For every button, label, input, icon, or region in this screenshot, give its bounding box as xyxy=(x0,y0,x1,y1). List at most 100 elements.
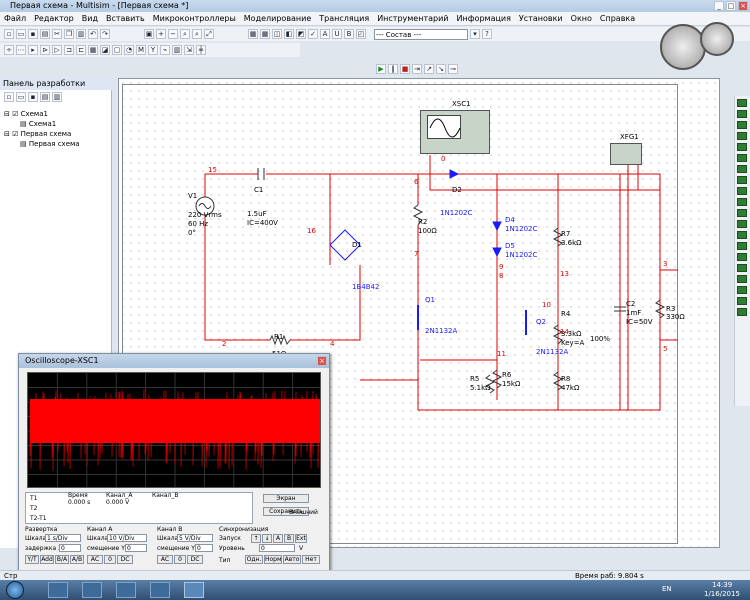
folder-taskbar-icon[interactable] xyxy=(116,582,136,598)
panel-delete-icon[interactable]: ▥ xyxy=(52,92,62,102)
electromech-icon[interactable]: ⌁ xyxy=(160,45,170,55)
save-icon[interactable]: ▪ xyxy=(28,29,38,39)
menu-simulate[interactable]: Моделирование xyxy=(243,13,312,23)
window-title-bar[interactable]: Первая схема - Multisim - [Первая схема … xyxy=(0,0,750,12)
reverse-button[interactable]: Экран xyxy=(263,494,309,503)
copy-icon[interactable]: ❐ xyxy=(64,29,74,39)
indicator-icon[interactable]: ▢ xyxy=(112,45,122,55)
trigger-b-button[interactable]: B xyxy=(284,534,294,543)
help-icon[interactable]: ? xyxy=(482,29,492,39)
ultiboard-icon[interactable]: U xyxy=(332,29,342,39)
open-folder-icon[interactable]: ▭ xyxy=(16,29,26,39)
ttl-icon[interactable]: ⊐ xyxy=(64,45,74,55)
fullscreen-icon[interactable]: ⤢ xyxy=(204,29,214,39)
menu-file[interactable]: Файл xyxy=(4,13,27,23)
menu-insert[interactable]: Вставить xyxy=(105,13,145,23)
paste-icon[interactable]: ▥ xyxy=(76,29,86,39)
spreadsheet-icon[interactable]: ▦ xyxy=(260,29,270,39)
frequency-counter-icon[interactable] xyxy=(737,165,747,173)
analog-icon[interactable]: ▷ xyxy=(52,45,62,55)
cha-dc-button[interactable]: DC xyxy=(117,555,133,564)
misc-icon[interactable]: M xyxy=(136,45,146,55)
chb-zero-button[interactable]: 0 xyxy=(174,555,186,564)
database-icon[interactable]: ◫ xyxy=(272,29,282,39)
cut-icon[interactable]: ✂ xyxy=(52,29,62,39)
maximize-button[interactable]: □ xyxy=(726,1,736,11)
zoom-area-icon[interactable]: ⌕ xyxy=(180,29,190,39)
logic-analyzer-icon[interactable] xyxy=(737,187,747,195)
diode-icon[interactable]: ▸ xyxy=(28,45,38,55)
cmos-icon[interactable]: ⊏ xyxy=(76,45,86,55)
stop-icon[interactable]: ■ xyxy=(400,64,410,74)
undo-icon[interactable]: ↶ xyxy=(88,29,98,39)
panel-save-icon[interactable]: ▪ xyxy=(28,92,38,102)
cha-zero-button[interactable]: 0 xyxy=(104,555,116,564)
multimeter-icon[interactable] xyxy=(737,99,747,107)
print-icon[interactable]: ▤ xyxy=(40,29,50,39)
grapher-icon[interactable]: ◩ xyxy=(296,29,306,39)
falling-edge-icon[interactable]: ↓ xyxy=(262,534,272,543)
oscilloscope-window[interactable]: Oscilloscope-XSC1 × T1 T2 T2-T1 Время Ка… xyxy=(18,353,330,573)
cha-scale-field[interactable]: 10 V/Div xyxy=(107,534,147,542)
network-analyzer-icon[interactable] xyxy=(737,242,747,250)
oscilloscope-screen[interactable] xyxy=(27,372,321,488)
timebase-scale-field[interactable]: 1 s/Div xyxy=(45,534,81,542)
explorer-taskbar-icon[interactable] xyxy=(48,582,68,598)
menu-options[interactable]: Установки xyxy=(518,13,563,23)
pause-icon[interactable]: ‖ xyxy=(388,64,398,74)
menu-mcu[interactable]: Микроконтроллеры xyxy=(152,13,236,23)
chb-ac-button[interactable]: AC xyxy=(157,555,173,564)
agilent-generator-icon[interactable] xyxy=(737,253,747,261)
chb-dc-button[interactable]: DC xyxy=(187,555,203,564)
spectrum-analyzer-icon[interactable] xyxy=(737,231,747,239)
rf-icon[interactable]: Y xyxy=(148,45,158,55)
mode-add-button[interactable]: Add xyxy=(40,555,54,564)
cha-pos-field[interactable]: 0 xyxy=(125,544,147,552)
mcu-icon[interactable]: ▥ xyxy=(172,45,182,55)
tree-item-first-schema-sheet[interactable]: ▤ Первая схема xyxy=(20,140,80,148)
trigger-ext-button[interactable]: Ext xyxy=(295,534,307,543)
tree-item-schema1[interactable]: ⊟ ☑ Схема1 xyxy=(4,110,48,118)
zoom-fit-icon[interactable]: ▣ xyxy=(144,29,154,39)
bode-plotter-icon[interactable] xyxy=(737,154,747,162)
function-generator-icon[interactable] xyxy=(737,110,747,118)
clock-time[interactable]: 14:39 xyxy=(712,581,733,589)
new-file-icon[interactable]: ▫ xyxy=(4,29,14,39)
menu-transfer[interactable]: Трансляция xyxy=(319,13,370,23)
trigger-auto-button[interactable]: Авто xyxy=(283,555,301,564)
timebase-pos-field[interactable]: 0 xyxy=(59,544,81,552)
erc-icon[interactable]: ✓ xyxy=(308,29,318,39)
logic-converter-icon[interactable] xyxy=(737,198,747,206)
source-icon[interactable]: ÷ xyxy=(4,45,14,55)
clock-date[interactable]: 1/16/2015 xyxy=(704,590,740,598)
step-icon[interactable]: ⇥ xyxy=(412,64,422,74)
trigger-level-field[interactable]: 0 xyxy=(259,544,295,552)
cha-ac-button[interactable]: AC xyxy=(87,555,103,564)
probe-current-icon[interactable]: ⊸ xyxy=(448,64,458,74)
redo-icon[interactable]: ↷ xyxy=(100,29,110,39)
zoom-out-icon[interactable]: − xyxy=(168,29,178,39)
trigger-none-button[interactable]: Нет xyxy=(302,555,320,564)
trigger-single-button[interactable]: Одн. xyxy=(245,555,263,564)
menu-window[interactable]: Окно xyxy=(570,13,592,23)
postprocessor-icon[interactable]: ◧ xyxy=(284,29,294,39)
misc-digital-icon[interactable]: ▦ xyxy=(88,45,98,55)
close-button[interactable]: × xyxy=(738,1,748,11)
agilent-multimeter-icon[interactable] xyxy=(737,264,747,272)
annotate-icon[interactable]: A xyxy=(320,29,330,39)
hierarchical-icon[interactable]: ⇲ xyxy=(184,45,194,55)
mode-ba-button[interactable]: B/A xyxy=(55,555,69,564)
save-button[interactable]: Сохранить xyxy=(263,507,309,516)
menu-help[interactable]: Справка xyxy=(599,13,636,23)
mode-yt-button[interactable]: Y/T xyxy=(25,555,39,564)
panel-folder-icon[interactable]: ▤ xyxy=(40,92,50,102)
start-button[interactable] xyxy=(6,581,24,599)
oscilloscope-title-bar[interactable]: Oscilloscope-XSC1 × xyxy=(19,354,329,368)
current-probe-icon[interactable] xyxy=(737,308,747,316)
oscilloscope-icon[interactable] xyxy=(737,132,747,140)
chevron-down-icon[interactable]: ▾ xyxy=(470,29,480,39)
power-icon[interactable]: ◔ xyxy=(124,45,134,55)
probe-icon[interactable]: ↗ xyxy=(424,64,434,74)
tektronix-oscilloscope-icon[interactable] xyxy=(737,286,747,294)
menu-edit[interactable]: Редактор xyxy=(34,13,74,23)
